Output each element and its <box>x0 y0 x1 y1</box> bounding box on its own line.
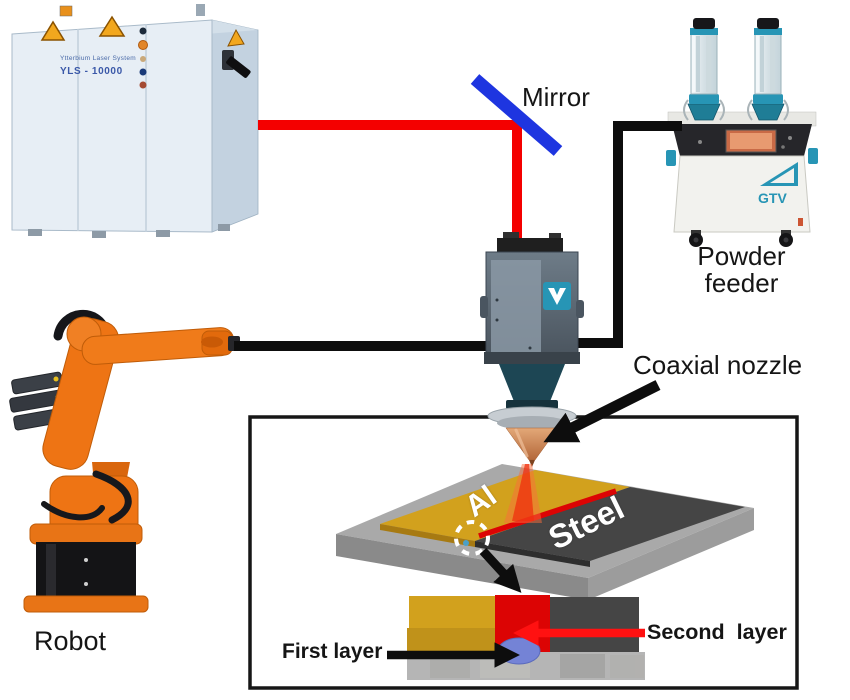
feeder-deck <box>667 111 817 127</box>
mirror-label: Mirror <box>522 82 590 112</box>
powder-hopper <box>747 18 789 121</box>
robot-base-flange-bottom <box>23 595 149 613</box>
warning-triangle-icon <box>40 20 66 41</box>
al-plate <box>380 470 630 541</box>
first-layer-label: First layer <box>282 640 383 663</box>
platform-side <box>588 508 754 600</box>
beacon-light-icon <box>59 5 73 17</box>
robot-cable <box>41 501 105 521</box>
powder-feeder-label-line1: Powder <box>697 241 786 271</box>
steel-plate <box>475 487 745 561</box>
powder-feeder-unit: GTV <box>666 18 818 247</box>
svg-text:GTV: GTV <box>758 190 787 206</box>
coaxial-nozzle-cone <box>505 427 559 467</box>
cabinet-front-panel <box>11 19 213 233</box>
cabinet-handle <box>226 56 251 78</box>
screen-glow <box>730 133 772 149</box>
inset-steel-block <box>550 597 639 652</box>
robot-label: Robot <box>34 626 107 656</box>
second-layer-label: Second layer <box>647 620 787 644</box>
laser-head <box>480 232 584 467</box>
hopper-cap <box>693 18 715 29</box>
feeder-handle <box>808 148 818 164</box>
coaxial-nozzle-label: Coaxial nozzle <box>633 350 803 380</box>
powder-hopper <box>683 18 725 121</box>
feeder-label-sticker <box>798 218 803 226</box>
workpiece-platform <box>336 464 754 600</box>
hopper-cap <box>757 18 779 29</box>
powder-feeder-wheel <box>689 230 703 247</box>
gtv-logo: GTV <box>758 162 798 206</box>
head-adapter-cone <box>499 364 565 404</box>
laser-model-text: YLS - 10000 <box>60 66 123 77</box>
dashed-circle-marker <box>454 520 490 556</box>
inset-al-block-lower <box>407 628 503 652</box>
robot-base-flange-top <box>29 523 143 545</box>
laser-system-cabinet <box>11 4 259 238</box>
head-lower-band <box>484 352 580 364</box>
platform-side <box>336 534 588 600</box>
cross-section-inset <box>407 595 645 680</box>
coaxial-nozzle-arrow <box>543 380 661 443</box>
feeder-handle <box>666 150 676 166</box>
laser-beam-path <box>258 120 522 240</box>
melt-spot <box>463 540 469 546</box>
head-mount <box>497 238 563 253</box>
inset-al-block-upper <box>409 596 497 628</box>
robot-cable <box>92 470 132 524</box>
mirror-glass <box>470 74 563 156</box>
fiber-powder-line <box>572 121 682 348</box>
cabinet-feet <box>28 224 230 238</box>
inset-zoom-arrow <box>479 547 522 593</box>
warning-triangle-icon <box>227 28 245 47</box>
cabinet-side-panel <box>211 19 259 233</box>
powder-feeder-wheel <box>779 230 793 247</box>
robot-arm <box>9 310 240 613</box>
first-layer-bead <box>497 637 541 665</box>
warning-triangle-icon <box>98 15 126 37</box>
laser-brand-text: Ytterbium Laser System <box>60 55 136 62</box>
feeder-cart-front <box>673 155 811 233</box>
weld-track <box>478 488 617 539</box>
al-plate-edge <box>380 524 475 547</box>
robot-wrist-badge <box>201 336 223 348</box>
indicator-lights <box>138 27 148 89</box>
powder-feeder-label-line2: feeder <box>704 268 779 299</box>
steel-plate-edge <box>475 541 590 567</box>
powder-feeder-label: Powder feeder <box>664 241 819 299</box>
laser-beam-cone <box>504 464 542 523</box>
head-logo <box>543 282 571 310</box>
cabinet-top-connector <box>196 4 205 16</box>
